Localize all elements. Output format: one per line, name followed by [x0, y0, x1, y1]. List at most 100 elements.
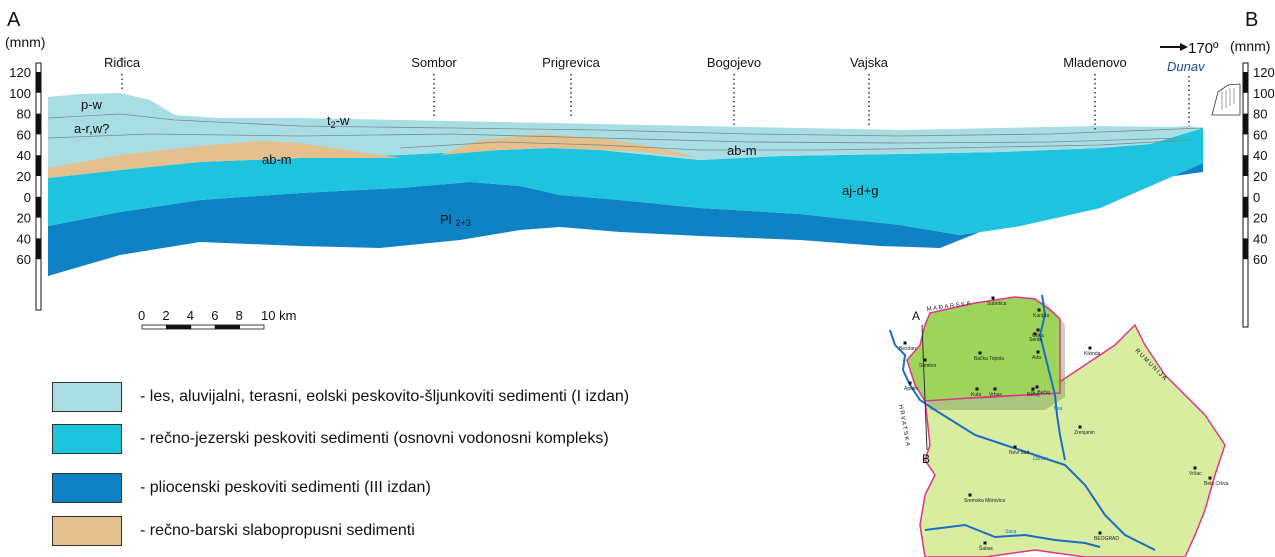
legend-swatch	[52, 424, 122, 454]
scale-tick-label: 20	[1253, 211, 1267, 226]
map-town-label: Bela Crkva	[1204, 481, 1229, 487]
map-town-label: Vršac	[1189, 471, 1202, 477]
map-river-sava	[924, 523, 1101, 548]
legend-item: - rečno-jezerski peskoviti sedimenti (os…	[52, 424, 772, 456]
legend-swatch	[52, 382, 122, 412]
map-town-marker	[1078, 425, 1082, 429]
scale-tick-label: 40	[17, 148, 31, 163]
map-river-tisa	[1038, 294, 1066, 461]
legend-swatch	[52, 516, 122, 546]
scale-tick-label: 40	[17, 231, 31, 246]
scale-tick-label: 40	[1253, 148, 1267, 163]
map-town-label: Vrbas	[989, 392, 1002, 398]
right-unit-label: (mnm)	[1230, 38, 1270, 54]
layer-boundary-line-1	[47, 113, 1204, 137]
direction-arrow-icon	[1160, 43, 1188, 51]
map-town-label: N. Bečej	[1031, 390, 1050, 396]
legend-item: - rečno-barski slabopropusni sedimenti	[52, 516, 772, 548]
map-town-label: Kikinda	[1084, 351, 1101, 357]
scale-tick-label: 0	[24, 190, 31, 205]
legend-label: - les, aluvijalni, terasni, eolski pesko…	[140, 388, 630, 405]
section-end-label: B	[1245, 9, 1258, 31]
layer-label-ajdg: aj-d+g	[842, 183, 879, 198]
scale-tick-label: 40	[1253, 231, 1267, 246]
map-town-label: Senta	[1029, 337, 1042, 343]
scale-tick-label: 20	[17, 211, 31, 226]
scale-tick-label: 20	[1253, 169, 1267, 184]
map-line-b: B	[922, 452, 930, 466]
scale-bar-label: 2	[162, 308, 169, 323]
map-country-croatia: HRVATSKA	[897, 404, 910, 448]
scale-tick-label: 120	[9, 65, 31, 80]
map-town-label: Novi Sad	[1009, 450, 1030, 456]
scale-tick-label: 120	[1253, 65, 1275, 80]
scale-tick-label: 100	[9, 86, 31, 101]
map-town-label: Bezdan	[899, 346, 916, 352]
map-town-marker	[1193, 466, 1197, 470]
scale-tick-label: 80	[17, 107, 31, 122]
left-unit-label: (mnm)	[5, 34, 45, 50]
layer-label-arw: a-r,w?	[74, 121, 109, 136]
legend-swatch	[52, 473, 122, 503]
scale-tick-label: 100	[1253, 86, 1275, 101]
layer-boundary-line-3	[399, 139, 1191, 151]
place-label: Prigrevica	[542, 55, 601, 70]
layer-pliocene	[48, 163, 1203, 276]
scale-tick-label: 80	[1253, 107, 1267, 122]
map-town-marker	[1031, 387, 1035, 391]
map-backa-region	[906, 296, 1061, 402]
legend-label: - rečno-jezerski peskoviti sedimenti (os…	[140, 430, 609, 447]
legend-item: - les, aluvijalni, terasni, eolski pesko…	[52, 382, 772, 414]
scale-tick-label: 60	[1253, 127, 1267, 142]
map-town-label: Subotica	[987, 301, 1007, 307]
scale-tick-label: 0	[1253, 190, 1260, 205]
map-town-label: Apatin	[904, 386, 918, 392]
map-town-marker	[978, 351, 982, 355]
map-town-marker	[903, 341, 907, 345]
map-town-label: Kula	[971, 392, 981, 398]
map-town-marker	[1088, 346, 1092, 350]
map-river-dunav	[889, 329, 1156, 551]
map-town-label: Čoka	[1032, 332, 1044, 339]
scale-bar-segment	[214, 324, 240, 330]
map-town-marker	[1037, 308, 1041, 312]
map-town-label: Bačka Topola	[974, 356, 1004, 362]
map-town-marker	[1013, 445, 1017, 449]
scale-bar-label: 8	[236, 308, 243, 323]
map-town-marker	[1035, 385, 1039, 389]
map-town-marker	[1098, 531, 1102, 535]
dunav-bank-icon	[1211, 83, 1241, 116]
map-town-label: Sremska Mitrovica	[964, 498, 1005, 504]
place-label: Mladenovo	[1063, 55, 1127, 70]
map-town-marker	[1036, 350, 1040, 354]
layer-recno-barski-right	[440, 134, 700, 158]
left-scale: 120 100 80 60 40 20 0 20 40 60	[9, 62, 42, 311]
right-scale: 120 100 80 60 40 20 0 20 40 60	[1242, 62, 1275, 328]
scale-bar-label: 4	[187, 308, 194, 323]
layer-label-abm-left: ab-m	[262, 152, 292, 167]
map-town-marker	[975, 387, 979, 391]
scale-bar-segment	[190, 324, 216, 330]
scale-bar-segment	[165, 324, 192, 330]
scale-tick-label: 60	[1253, 252, 1267, 267]
map-town-marker	[1208, 476, 1212, 480]
scale-tick-label: 60	[17, 252, 31, 267]
scale-tick-label: 60	[17, 127, 31, 142]
scale-bar-label: 10 km	[261, 308, 296, 323]
layer-label-t2w: t2-w	[327, 113, 350, 130]
map-line-a: A	[912, 309, 920, 323]
section-start-label: A	[7, 9, 21, 31]
scale-tick-label: 20	[17, 169, 31, 184]
legend-label: - rečno-barski slabopropusni sedimenti	[140, 522, 415, 539]
map-serbia-region	[919, 323, 1226, 557]
map-town-label: Šabac	[979, 545, 994, 552]
map-town-label: Zrenjanin	[1074, 430, 1095, 436]
layer-label-abm-right: ab-m	[727, 143, 757, 158]
location-map: A B MAĐARSKA RUMUNIJA HRVATSKA SuboticaK…	[889, 294, 1229, 557]
map-town-label: BEOGRAD	[1094, 536, 1119, 542]
map-town-marker	[1033, 332, 1037, 336]
river-label: Dunav	[1167, 59, 1206, 74]
legend-label: - pliocenski peskoviti sedimenti (III iz…	[140, 479, 431, 496]
